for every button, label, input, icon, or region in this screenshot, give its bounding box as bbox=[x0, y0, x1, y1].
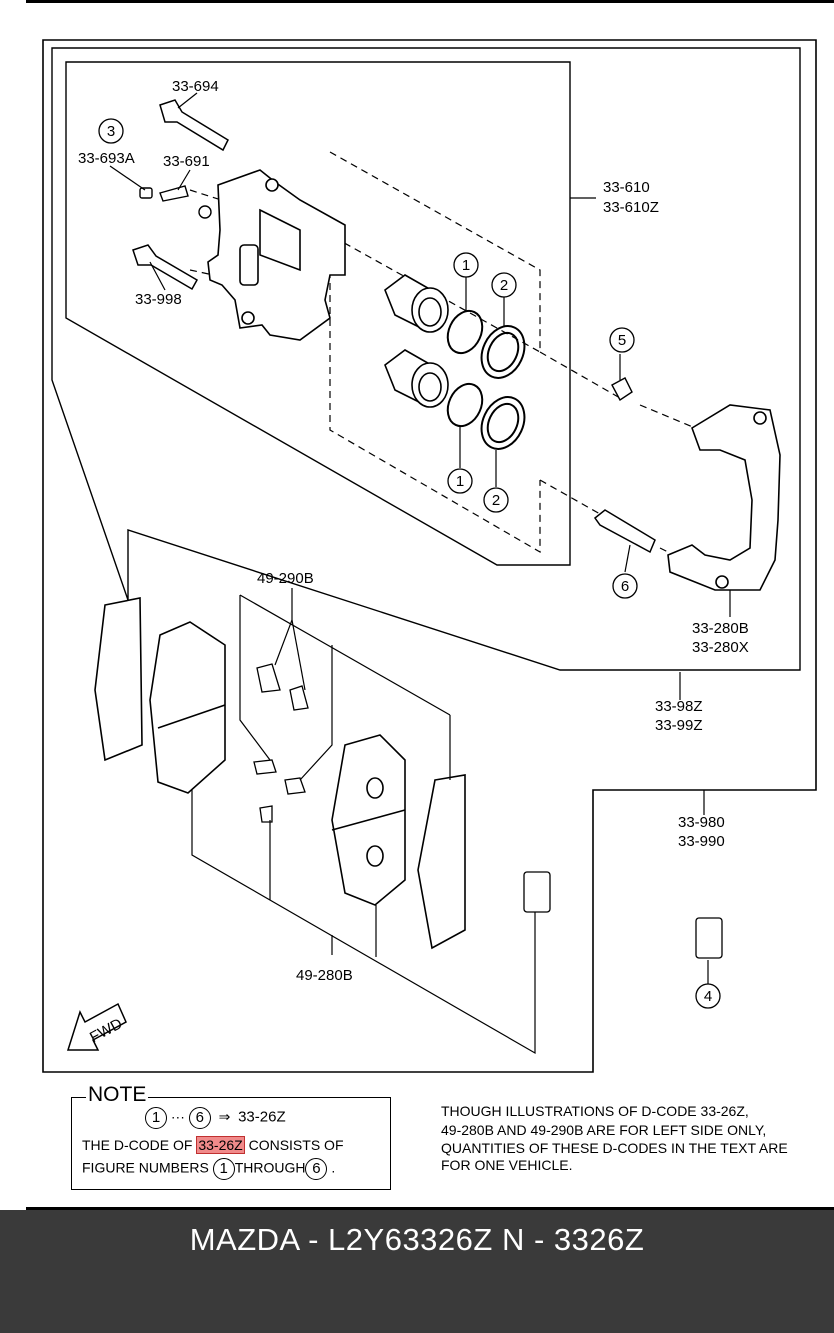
header-separator bbox=[26, 0, 834, 3]
assembly-outline bbox=[42, 39, 817, 1073]
footer-separator bbox=[26, 1207, 834, 1210]
note-arrow: ⇒ bbox=[218, 1108, 231, 1125]
leader-lines bbox=[109, 92, 731, 1055]
callout-4: 4 bbox=[695, 983, 721, 1009]
svg-text:1: 1 bbox=[462, 257, 470, 274]
note-code: 33-26Z bbox=[238, 1108, 286, 1126]
footer-part-numbers: MAZDA - L2Y63326Z N - 3326Z bbox=[189, 1222, 645, 1257]
label-33-280b: 33-280B bbox=[692, 620, 749, 637]
svg-text:6: 6 bbox=[621, 578, 629, 595]
svg-text:1: 1 bbox=[456, 473, 464, 490]
label-33-693a: 33-693A bbox=[78, 150, 135, 167]
note-line-1: 1 ··· 6 ⇒ 33-26Z bbox=[145, 1107, 286, 1129]
svg-text:3: 3 bbox=[107, 123, 115, 140]
callout-1-lower: 1 bbox=[447, 468, 473, 494]
guide-pin bbox=[593, 509, 656, 554]
piston-lower bbox=[384, 349, 449, 408]
label-33-98z: 33-98Z bbox=[655, 698, 703, 715]
note-line-3-prefix: FIGURE NUMBERS bbox=[82, 1159, 209, 1176]
note-line-3-mid: THROUGH bbox=[234, 1159, 306, 1176]
brake-pad-outer bbox=[94, 597, 226, 794]
label-49-290b: 49-290B bbox=[257, 570, 314, 587]
callout-2-lower: 2 bbox=[483, 487, 509, 513]
guide-pin-bolt-upper bbox=[159, 99, 229, 152]
side-note-line-4: FOR ONE VEHICLE. bbox=[441, 1157, 573, 1173]
note-line-2: THE D-CODE OF 33-26Z CONSISTS OF bbox=[82, 1136, 344, 1154]
callout-2-upper: 2 bbox=[491, 272, 517, 298]
label-33-694: 33-694 bbox=[172, 78, 219, 95]
label-33-99z: 33-99Z bbox=[655, 717, 703, 734]
bleeder-screw bbox=[139, 185, 212, 219]
note-line-3-end: . bbox=[331, 1159, 336, 1176]
label-33-610z: 33-610Z bbox=[603, 199, 659, 216]
note-dots: ··· bbox=[170, 1108, 185, 1125]
guide-bushing bbox=[611, 377, 633, 402]
svg-text:2: 2 bbox=[492, 492, 500, 509]
highlighted-d-code: 33-26Z bbox=[196, 1136, 245, 1154]
callout-3: 3 bbox=[98, 118, 124, 144]
wear-indicators bbox=[523, 871, 723, 959]
note-circle-1: 1 bbox=[145, 1107, 167, 1129]
label-33-990: 33-990 bbox=[678, 833, 725, 850]
caliper-bracket bbox=[667, 404, 781, 591]
fwd-arrow-icon bbox=[66, 1002, 127, 1051]
callout-5: 5 bbox=[609, 327, 635, 353]
label-33-998: 33-998 bbox=[135, 291, 182, 308]
label-33-280x: 33-280X bbox=[692, 639, 749, 656]
note-line-2-prefix: THE D-CODE OF bbox=[82, 1137, 193, 1153]
caliper-body-outline bbox=[65, 61, 571, 566]
label-33-691: 33-691 bbox=[163, 153, 210, 170]
piston-upper bbox=[384, 274, 449, 333]
label-49-280b: 49-280B bbox=[296, 967, 353, 984]
side-note-line-2: 49-280B AND 49-290B ARE FOR LEFT SIDE ON… bbox=[441, 1122, 767, 1138]
note-circle-6: 6 bbox=[188, 1107, 211, 1129]
callout-1-upper: 1 bbox=[453, 252, 479, 278]
svg-text:5: 5 bbox=[618, 332, 626, 349]
guide-pin-bolt-lower bbox=[132, 244, 199, 291]
side-note-line-3: QUANTITIES OF THESE D-CODES IN THE TEXT … bbox=[441, 1140, 788, 1156]
brake-pad-inner bbox=[331, 734, 466, 950]
note-title: NOTE bbox=[86, 1083, 149, 1106]
pad-clips bbox=[253, 663, 309, 823]
caliper-body bbox=[207, 169, 346, 341]
footer-bar bbox=[0, 1210, 834, 1333]
label-33-980: 33-980 bbox=[678, 814, 725, 831]
note-line-3-circle-6: 6 bbox=[305, 1158, 328, 1180]
kit-98z-outline bbox=[51, 47, 801, 671]
brake-caliper-exploded-diagram: FWD 33-694 33-693A 33-691 33-998 33-610 … bbox=[42, 39, 817, 1073]
label-33-610: 33-610 bbox=[603, 179, 650, 196]
callout-6: 6 bbox=[612, 573, 638, 599]
note-line-3-circle-1: 1 bbox=[212, 1158, 235, 1180]
side-note: THOUGH ILLUSTRATIONS OF D-CODE 33-26Z, 4… bbox=[441, 1102, 831, 1174]
side-note-line-1: THOUGH ILLUSTRATIONS OF D-CODE 33-26Z, bbox=[441, 1103, 749, 1119]
svg-text:4: 4 bbox=[704, 988, 712, 1005]
svg-text:2: 2 bbox=[500, 277, 508, 294]
piston-seals bbox=[446, 309, 526, 450]
note-line-2-suffix: CONSISTS OF bbox=[248, 1137, 344, 1153]
